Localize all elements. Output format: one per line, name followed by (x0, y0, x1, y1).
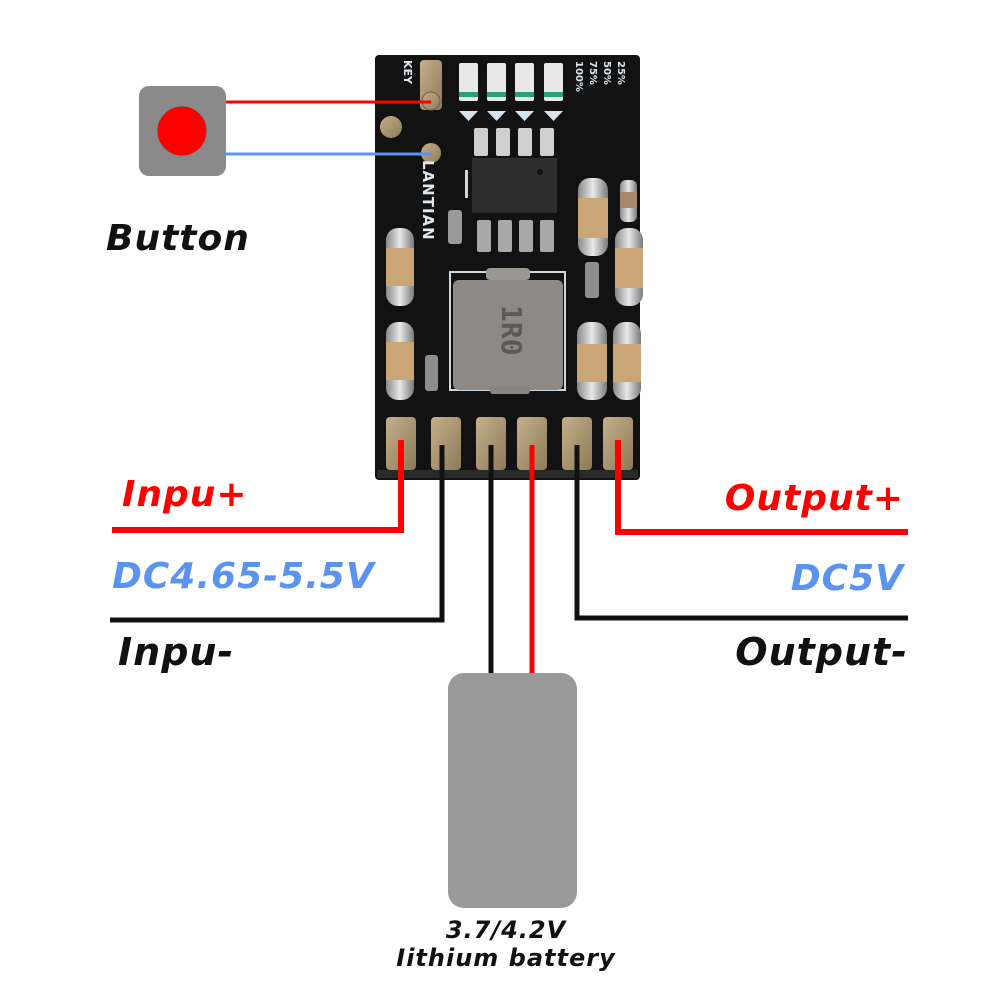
inductor-marking: 1R0 (495, 305, 528, 356)
input-plus-label: Inpu+ (122, 474, 248, 515)
battery-voltage-label: 3.7/4.2V (445, 916, 567, 944)
led-25 (544, 63, 563, 121)
pcb-module (375, 55, 643, 480)
led-label-100: 100% (573, 61, 584, 92)
key-hole (380, 116, 402, 138)
pin-pad-battery-minus (476, 417, 506, 470)
capacitor (615, 228, 643, 306)
capacitor-small (620, 180, 637, 222)
capacitor (386, 228, 414, 306)
output-voltage-label: DC5V (790, 558, 904, 599)
key-silkscreen: KEY (401, 60, 414, 85)
led-75 (487, 63, 506, 121)
output-plus-label: Output+ (724, 478, 904, 519)
push-button-icon (139, 86, 226, 176)
pin-pad-battery-plus (517, 417, 547, 470)
pcb-board (375, 55, 640, 480)
capacitor (577, 322, 607, 400)
output-minus-wire (574, 445, 908, 621)
input-minus-label: Inpu- (118, 630, 235, 674)
brand-silkscreen: LANTIAN (419, 160, 437, 241)
input-plus-wire (112, 440, 404, 533)
capacitor (578, 178, 608, 256)
output-minus-label: Output- (735, 630, 908, 674)
led-row (459, 63, 563, 121)
battery-icon (448, 673, 577, 908)
led-label-50: 50% (601, 61, 612, 85)
input-voltage-label: DC4.65-5.5V (112, 556, 375, 597)
capacitor (386, 322, 414, 400)
output-plus-wire (615, 440, 908, 535)
input-minus-wire (110, 445, 445, 623)
pin-pad-output-minus (562, 417, 592, 470)
inductor (449, 268, 566, 394)
ic-chip (448, 158, 557, 252)
led-100 (459, 63, 478, 121)
resistor (425, 355, 438, 391)
led-label-25: 25% (615, 61, 626, 85)
battery-type-label: Iithium battery (396, 944, 616, 972)
capacitor (613, 322, 641, 400)
led-50 (515, 63, 534, 121)
resistor (585, 262, 599, 298)
led-label-75: 75% (587, 61, 598, 85)
pin-pad-input-minus (431, 417, 461, 470)
button-label: Button (106, 218, 250, 259)
